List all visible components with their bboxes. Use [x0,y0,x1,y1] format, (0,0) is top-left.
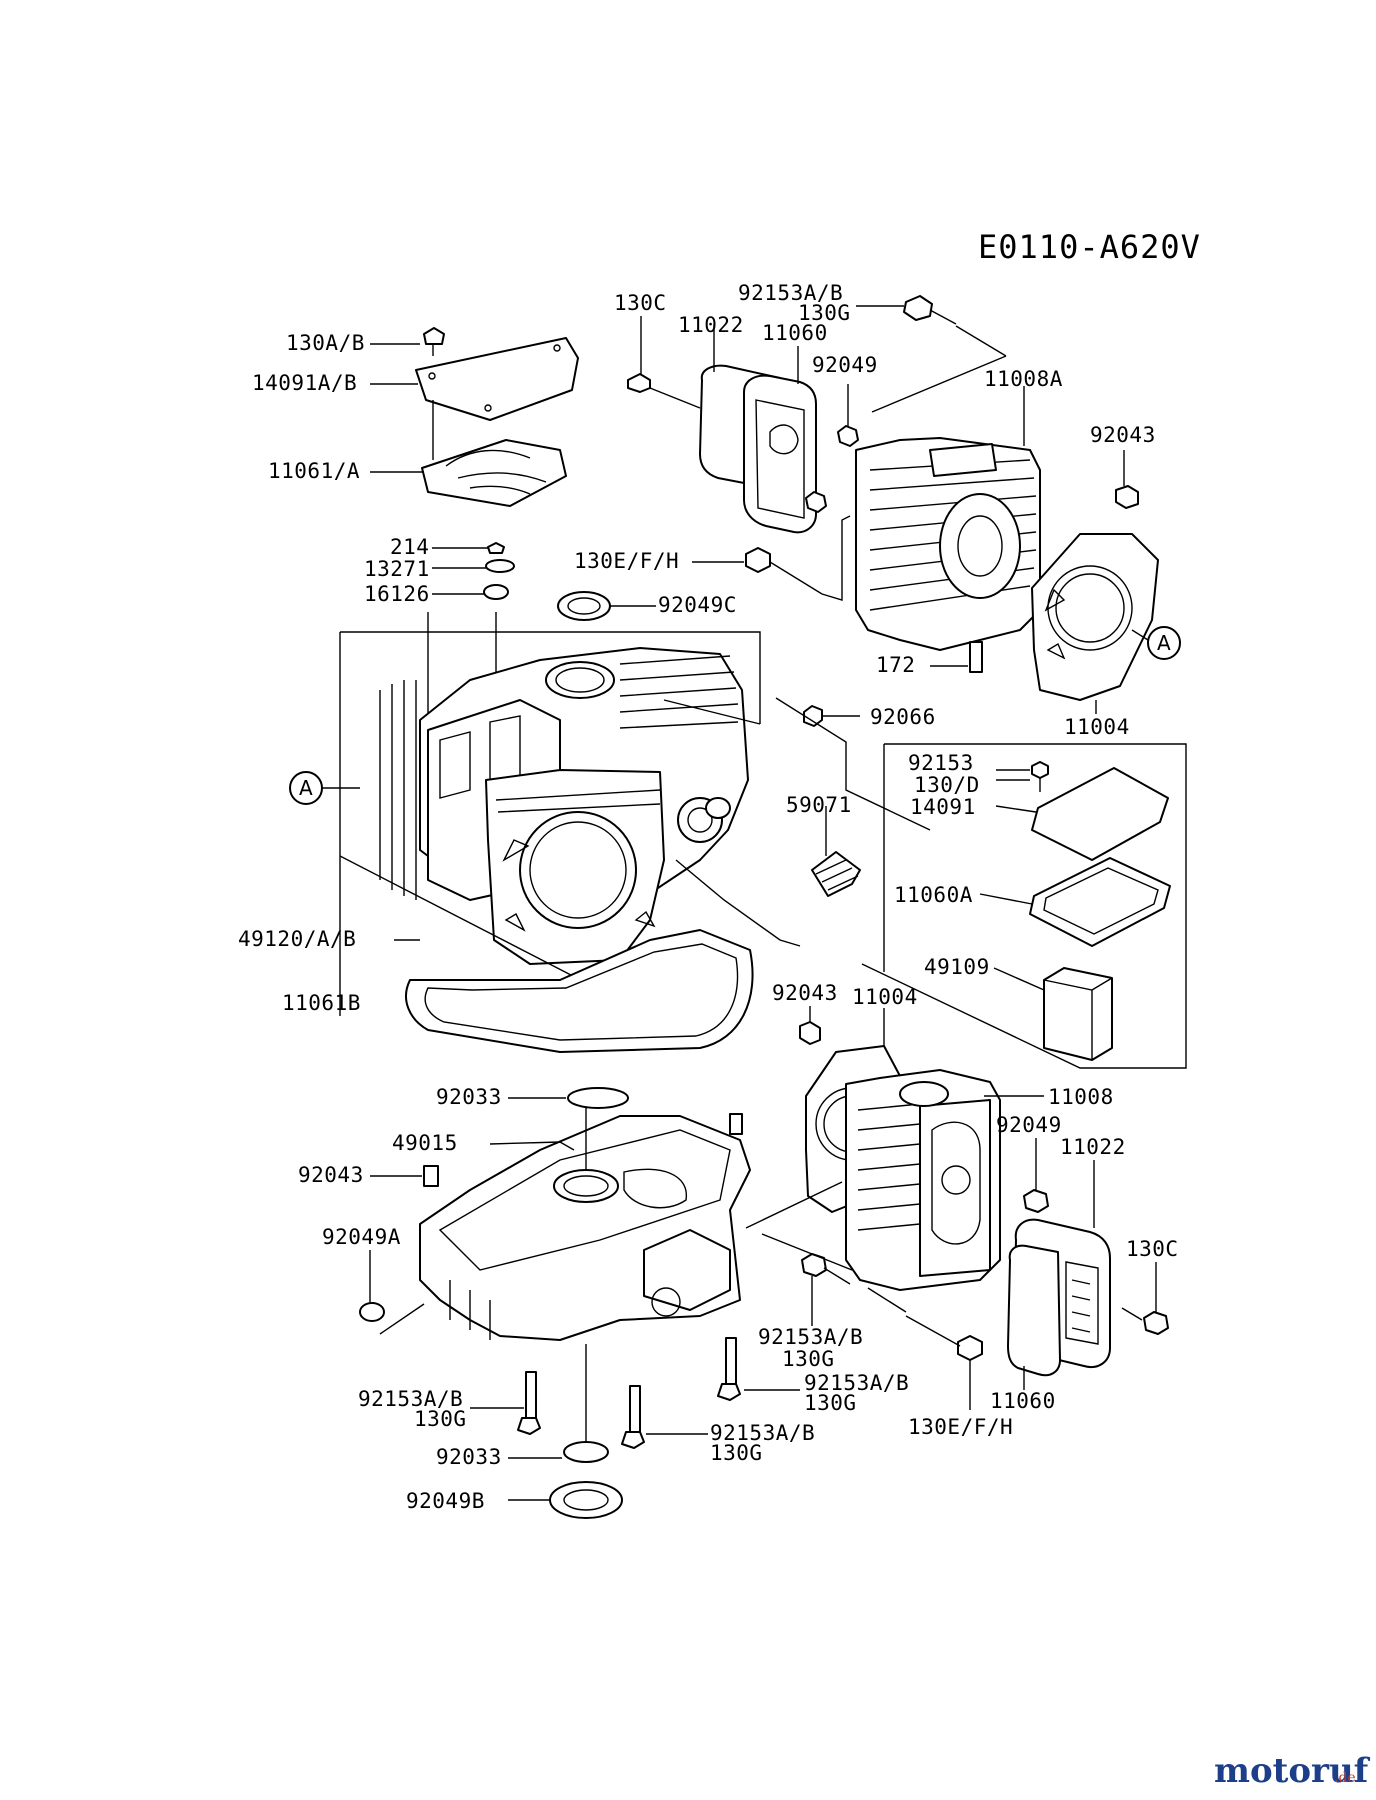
label-130c-top: 130C [614,291,667,315]
crankcase-group [339,591,761,1016]
label-130g-c: 130G [414,1407,467,1431]
label-11060-bot: 11060 [990,1389,1056,1413]
label-14091ab: 14091A/B [252,371,357,395]
label-11060a: 11060A [894,883,973,907]
label-92153ab-top: 92153A/B [738,281,843,305]
kit-filter-49109 [1043,967,1113,1061]
label-92049b: 92049B [406,1489,485,1513]
label-130c-bot: 130C [1126,1237,1179,1261]
label-11004-top: 11004 [1064,715,1130,739]
crankcase-gasket-11061b [405,929,754,1053]
label-92049-top: 92049 [812,353,878,377]
label-130g-d: 130G [710,1441,763,1465]
breather-59071 [811,851,861,897]
label-11022-bot: 11022 [1060,1135,1126,1159]
callout-a-right: A [1157,631,1171,655]
label-92033-top: 92033 [436,1085,502,1109]
label-16126: 16126 [364,582,430,606]
label-172: 172 [876,653,915,677]
label-92153ab-b: 92153A/B [804,1371,909,1395]
label-59071: 59071 [786,793,852,817]
label-92153-box: 92153 [908,751,974,775]
label-92153ab-d: 92153A/B [710,1421,815,1445]
label-49109: 49109 [924,955,990,979]
part-labels: 130A/B 14091A/B 11061/A 214 13271 16126 … [238,281,1179,1513]
head-gasket-11060-lower [1007,1244,1061,1377]
label-49120: 49120/A/B [238,927,356,951]
crankcase-cover-group [359,1087,800,1519]
label-130g-a: 130G [782,1347,835,1371]
label-92049a: 92049A [322,1225,401,1249]
label-13271: 13271 [364,557,430,581]
label-92049c: 92049C [658,593,737,617]
nut-92066 [803,705,823,727]
label-92066: 92066 [870,705,936,729]
label-11061a: 11061/A [268,459,360,483]
label-49015: 49015 [392,1131,458,1155]
diagram-code: E0110-A620V [978,228,1201,266]
label-11008a: 11008A [984,367,1063,391]
label-92153ab-c: 92153A/B [358,1387,463,1411]
watermark-brand: motoruf [1214,1751,1371,1791]
label-130efh-bot: 130E/F/H [908,1415,1013,1439]
bolt-130ab-head [423,327,445,345]
breather-cover-group [370,327,579,600]
watermark-logo: motoruf .de [1214,1751,1371,1791]
label-11004-mid: 11004 [852,985,918,1009]
label-130g-top: 130G [798,301,851,325]
breather-kit-box [861,743,1187,1069]
label-130efh-top: 130E/F/H [574,549,679,573]
label-92153ab-a: 92153A/B [758,1325,863,1349]
label-14091-box: 14091 [910,795,976,819]
label-92043-top: 92043 [1090,423,1156,447]
label-130ab: 130A/B [286,331,365,355]
label-11008: 11008 [1048,1085,1114,1109]
watermark-suffix: .de [1334,1770,1356,1786]
callout-a-left: A [299,776,313,800]
label-11061b: 11061B [282,991,361,1015]
label-130g-b: 130G [804,1391,857,1415]
cylinder-head-upper-group: A [627,295,1181,714]
breather-cover-plate [415,337,579,421]
label-11022-top: 11022 [678,313,744,337]
label-130d-box: 130/D [914,773,980,797]
cylinder-head-lower-group [745,1006,1169,1410]
head-gasket-11004-upper [1031,533,1159,701]
label-92043-left: 92043 [298,1163,364,1187]
label-214: 214 [390,535,429,559]
label-11060-top: 11060 [762,321,828,345]
label-92033-bot: 92033 [436,1445,502,1469]
kit-plate-14091 [1031,767,1169,861]
label-92043-mid: 92043 [772,981,838,1005]
label-92049-bot: 92049 [996,1113,1062,1137]
